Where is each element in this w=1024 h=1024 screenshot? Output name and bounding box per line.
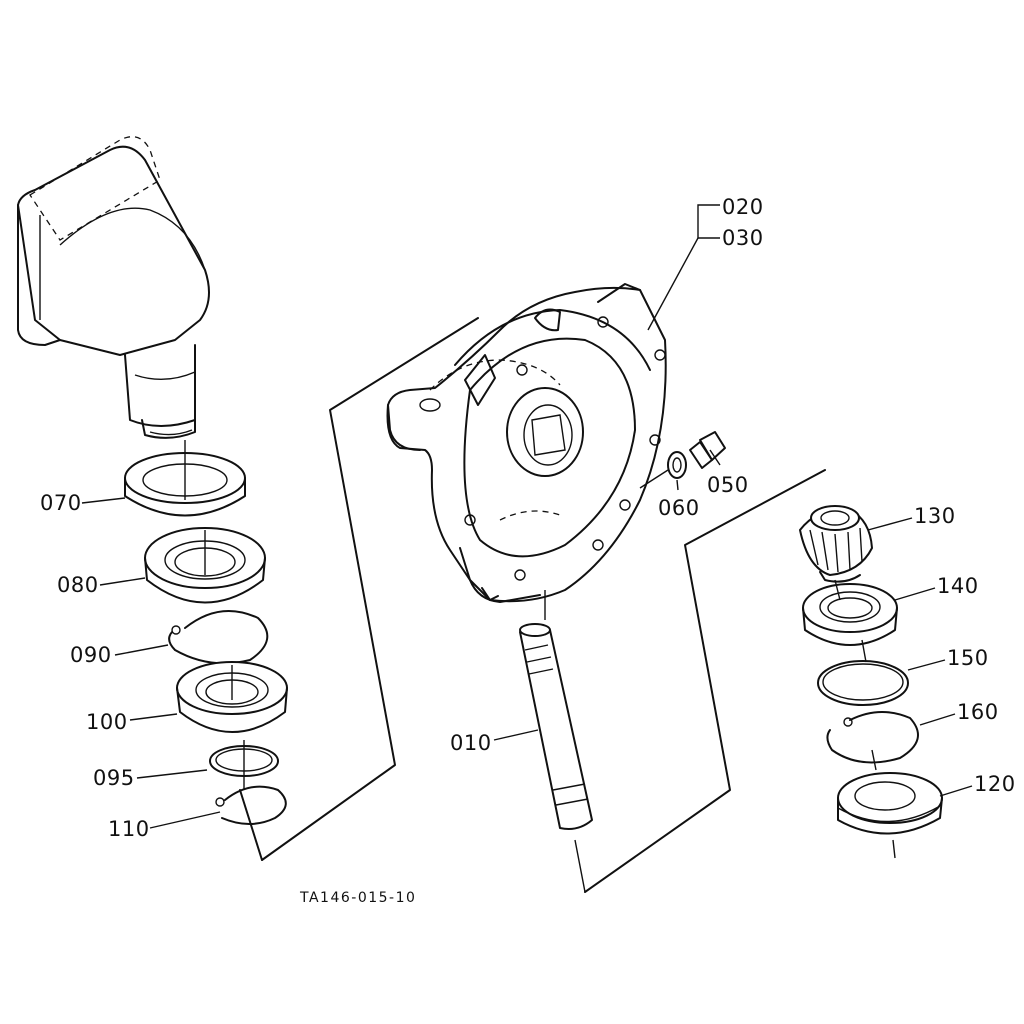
upper-gearbox-housing	[17, 136, 210, 439]
part-150-ring	[817, 660, 909, 706]
label-110: 110	[108, 817, 150, 841]
part-140-bearing	[802, 583, 898, 646]
part-010-shaft	[519, 623, 593, 830]
label-100: 100	[86, 710, 128, 734]
label-030: 030	[722, 226, 764, 250]
label-130: 130	[914, 504, 956, 528]
label-160: 160	[957, 700, 999, 724]
part-060-washer	[667, 451, 687, 479]
label-050: 050	[707, 473, 749, 497]
label-120: 120	[974, 772, 1016, 796]
label-140: 140	[937, 574, 979, 598]
leader-lines	[81, 204, 973, 829]
label-090: 090	[70, 643, 112, 667]
label-080: 080	[57, 573, 99, 597]
part-160-snap-ring	[826, 710, 919, 764]
label-095: 095	[93, 766, 135, 790]
part-120-seal-housing	[837, 772, 943, 835]
label-150: 150	[947, 646, 989, 670]
label-070: 070	[40, 491, 82, 515]
label-020: 020	[722, 195, 764, 219]
label-010: 010	[450, 731, 492, 755]
main-housing	[386, 283, 667, 603]
part-090-snap-ring	[168, 609, 269, 665]
part-130-bevel-gear	[799, 505, 873, 583]
part-110-snap-ring	[215, 785, 287, 825]
part-050-plug	[689, 431, 726, 469]
label-060: 060	[658, 496, 700, 520]
left-bracket-line	[261, 317, 479, 861]
diagram-code: TA146-015-10	[299, 890, 416, 906]
right-bracket-line	[584, 469, 826, 893]
